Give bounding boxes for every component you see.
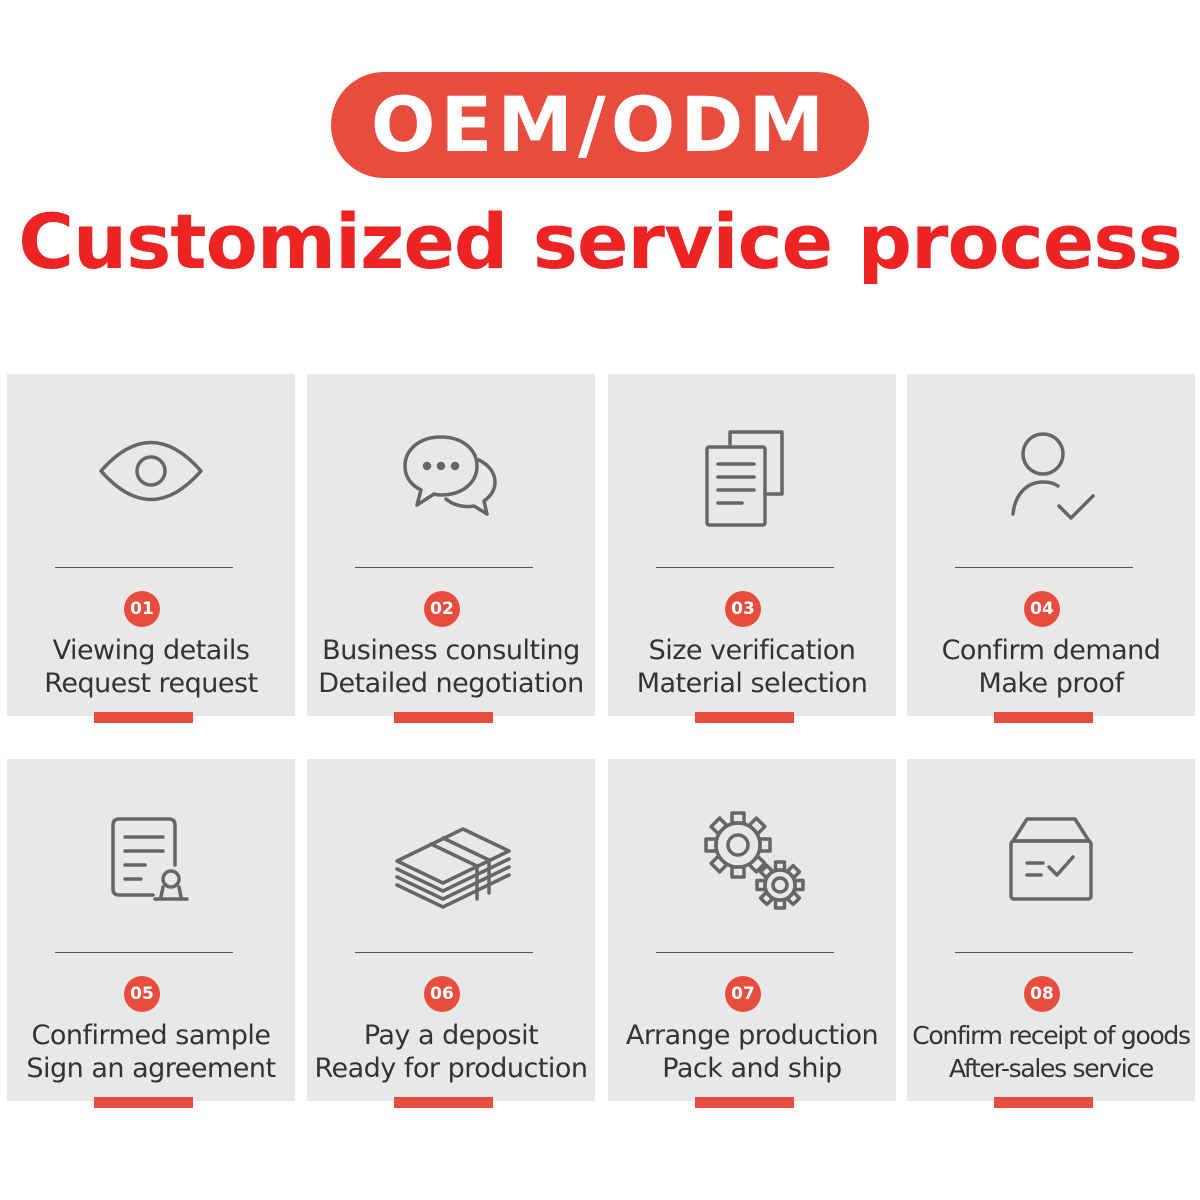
step-number-badge: 02 [424,591,460,627]
accent-bar [394,712,493,723]
divider [355,567,533,568]
step-title: Confirmed sample [31,1020,271,1051]
step-subtitle: Request request [44,668,258,699]
accent-bar [695,1097,794,1108]
step-card-04: 04 Confirm demand Make proof [907,374,1195,723]
step-title: Confirm demand [941,635,1161,666]
step-card-02: 02 Business consulting Detailed negotiat… [307,374,595,723]
accent-bar [394,1097,493,1108]
accent-bar [94,712,193,723]
step-number-badge: 03 [725,591,761,627]
step-title: Arrange production [625,1020,879,1051]
step-card-01: 01 Viewing details Request request [7,374,295,723]
gears-icon [692,799,812,919]
step-card-08: 08 Confirm receipt of goods After-sales … [907,759,1195,1108]
step-number-badge: 01 [124,591,160,627]
eye-icon [91,414,211,534]
divider [955,952,1133,953]
step-number-badge: 08 [1024,976,1060,1012]
step-title: Business consulting [322,635,580,666]
divider [55,567,233,568]
accent-bar [94,1097,193,1108]
step-subtitle: Pack and ship [662,1053,842,1084]
page-title: Customized service process [18,197,1183,286]
divider [656,567,834,568]
step-title: Size verification [648,635,856,666]
step-subtitle: Sign an agreement [26,1053,276,1084]
divider [55,952,233,953]
accent-bar [994,1097,1093,1108]
certificate-icon [91,799,211,919]
step-card-07: 07 Arrange production Pack and ship [608,759,896,1108]
step-number-badge: 06 [424,976,460,1012]
user-check-icon [991,414,1111,534]
step-number-badge: 05 [124,976,160,1012]
step-subtitle: Detailed negotiation [318,668,584,699]
step-subtitle: Ready for production [314,1053,588,1084]
accent-bar [695,712,794,723]
documents-icon [692,414,812,534]
divider [955,567,1133,568]
step-subtitle: After-sales service [949,1054,1154,1083]
step-subtitle: Material selection [636,668,868,699]
step-title: Pay a deposit [363,1020,539,1051]
step-card-06: 06 Pay a deposit Ready for production [307,759,595,1108]
divider [355,952,533,953]
chat-bubbles-icon [391,414,511,534]
money-stack-icon [391,799,511,919]
step-number-badge: 07 [725,976,761,1012]
step-card-03: 03 Size verification Material selection [608,374,896,723]
step-title: Confirm receipt of goods [912,1021,1191,1050]
banner-title: OEM/ODM [370,80,830,169]
oem-odm-banner: OEM/ODM [331,72,869,178]
box-check-icon [991,799,1111,919]
step-subtitle: Make proof [978,668,1124,699]
step-number-badge: 04 [1024,591,1060,627]
accent-bar [994,712,1093,723]
step-title: Viewing details [52,635,250,666]
divider [656,952,834,953]
step-card-05: 05 Confirmed sample Sign an agreement [7,759,295,1108]
